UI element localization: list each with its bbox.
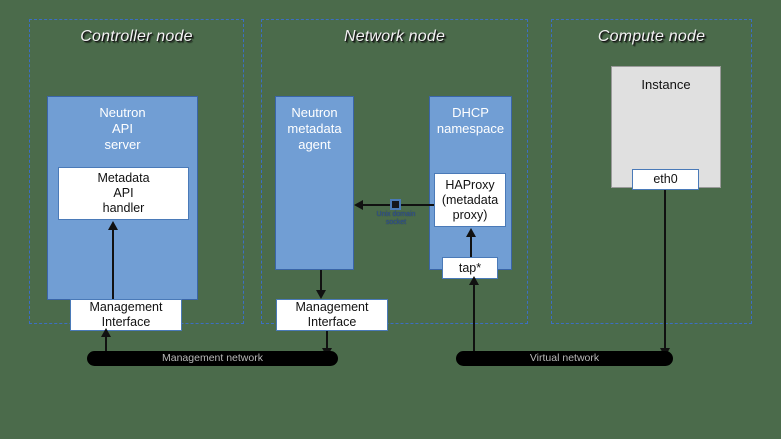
unix-domain-socket-node [390,199,401,210]
connector-controller-arrowhead [108,221,118,230]
instance-box: Instance [611,66,721,188]
dhcp-namespace-line2: namespace [436,121,505,136]
metadata-api-handler-line1: Metadata [97,171,150,185]
connector-tap-to-haproxy [470,236,472,258]
neutron-api-server-line2: API [112,121,133,136]
neutron-metadata-agent-box: Neutron metadata agent [275,96,354,270]
virtual-network-bar: Virtual network [456,351,673,366]
connector-tap-to-virtualnet-arrowhead [469,276,479,285]
metadata-api-handler-box: Metadata API handler [58,167,189,220]
neutron-api-server-line1: Neutron [99,105,146,120]
management-network-label: Management network [162,352,263,364]
controller-mgmt-interface-line2: Interface [101,315,151,329]
connector-network-agent-vertical [320,270,322,292]
node-title-compute: Compute node [597,28,706,45]
dhcp-namespace-line1: DHCP [452,105,489,120]
eth0-label: eth0 [653,172,678,186]
neutron-metadata-agent-line2: metadata [287,121,342,136]
connector-network-to-mgmtnet [326,331,328,351]
unix-domain-socket-label: Unix domain socket [366,211,426,227]
tap-interface-label: tap* [458,260,482,275]
network-mgmt-interface-line2: Interface [307,315,357,329]
virtual-network-label: Virtual network [529,352,600,364]
metadata-api-handler-line2: API [113,186,134,200]
neutron-api-server-line3: server [104,137,141,152]
node-frame-network [261,19,528,324]
connector-controller-to-mgmtnet-arrowhead [101,328,111,337]
haproxy-box: HAProxy (metadata proxy) [434,173,506,227]
management-network-bar: Management network [87,351,338,366]
metadata-api-handler-line3: handler [102,201,145,215]
network-management-interface-box: Management Interface [276,299,388,331]
neutron-metadata-agent-line1: Neutron [291,105,338,120]
connector-network-agent-arrowhead [316,290,326,299]
haproxy-line2: (metadata [441,192,499,207]
controller-mgmt-interface-line1: Management [89,300,163,314]
unix-domain-socket-line2: socket [385,219,407,226]
haproxy-line3: proxy) [452,207,488,222]
unix-domain-socket-line1: Unix domain [376,211,416,218]
connector-socket-arrowhead [354,200,363,210]
connector-eth0-to-virtualnet [664,190,666,351]
node-title-network: Network node [343,28,446,45]
eth0-box: eth0 [632,169,699,190]
network-mgmt-interface-line1: Management [295,300,369,314]
controller-management-interface-box: Management Interface [70,299,182,331]
node-title-controller: Controller node [80,28,193,45]
connector-controller-vertical [112,229,114,301]
instance-label: Instance [641,77,691,92]
connector-controller-to-mgmtnet [105,331,107,356]
node-frame-compute [551,19,752,324]
connector-tap-to-haproxy-arrowhead [466,228,476,237]
neutron-metadata-agent-line3: agent [298,137,331,152]
connector-tap-to-virtualnet [473,279,475,356]
haproxy-line1: HAProxy [445,177,495,192]
